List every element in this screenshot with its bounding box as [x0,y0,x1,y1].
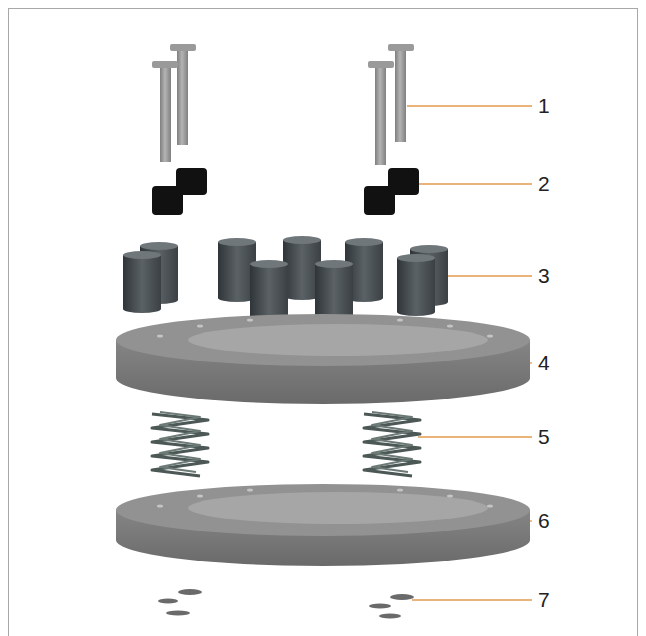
plate-top [116,314,530,366]
springs [152,412,420,476]
bolt-shaft [375,67,386,165]
plate-top [116,484,530,536]
leader-line [418,183,532,184]
bolt-shaft [395,50,406,142]
cylinder-top [410,245,448,253]
cylinder-top [123,251,161,259]
washer [369,604,391,609]
washer [166,611,190,616]
washer [158,599,178,604]
bolt-shaft [177,50,188,145]
plate-bore [188,324,488,356]
bolts [152,44,414,165]
cylinder-top [140,242,178,250]
callout-number: 1 [538,95,550,117]
cylinder-top [345,238,383,246]
bolt-shaft [160,67,171,162]
callout-number: 6 [538,510,550,532]
cylinders [123,236,448,326]
cylinder-body [397,258,435,316]
callout-number: 2 [538,173,550,195]
leader-line [418,436,532,437]
cylinder-top [218,238,256,246]
frame-border [9,9,638,636]
upper-plate [116,314,530,404]
leader-line [412,599,532,600]
spring [372,412,412,472]
washer [379,614,401,619]
cylinder-top [397,254,435,262]
lower-plate [116,484,530,566]
washer [178,589,202,595]
bolt-head [152,61,178,68]
rubber-blocks [152,168,419,215]
plate-holes [157,489,493,508]
cylinder-top [283,236,321,244]
bolt-head [170,44,196,51]
cylinder-top [315,260,353,268]
spring [160,412,200,472]
callout-number: 5 [538,426,550,448]
bolt-head [388,44,414,51]
bolt-head [368,61,394,68]
block [152,186,183,215]
washers [158,589,414,619]
callout-number: 7 [538,589,550,611]
callout-number: 3 [538,265,550,287]
plate-bore [188,492,488,524]
plate-holes [157,319,493,338]
leader-line [407,105,532,106]
cylinder-top [250,260,288,268]
callout-number: 4 [538,352,550,374]
washer [390,594,414,600]
block [364,186,395,215]
cylinder-body [123,255,161,313]
leader-line [447,275,532,276]
